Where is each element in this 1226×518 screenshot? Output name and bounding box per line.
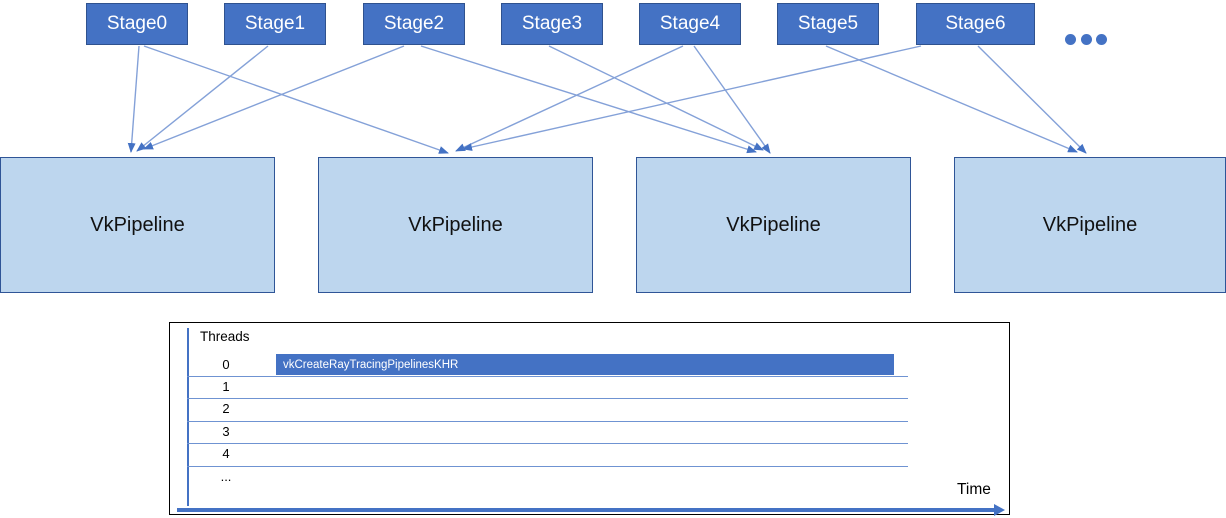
arrow-stage4-to-pipeline-2 [455, 45, 684, 152]
thread-row-label: 2 [222, 401, 230, 417]
stage-box-stage1: Stage1 [224, 3, 326, 45]
pipeline-label: VkPipeline [90, 213, 185, 236]
stage-label: Stage2 [383, 13, 445, 34]
stage-label: Stage5 [797, 13, 859, 34]
pipeline-box-2: VkPipeline [318, 157, 593, 293]
thread-row-label: ... [220, 468, 232, 484]
pipeline-box-1: VkPipeline [0, 157, 275, 293]
stage-label: Stage1 [244, 13, 306, 34]
stage-label: Stage3 [521, 13, 583, 34]
timeline-chart: Threads 0 vkCreateRayTracingPipelinesKHR 1… [169, 322, 1010, 516]
ellipsis-dot [1096, 34, 1107, 45]
thread-row-label: 3 [222, 423, 230, 439]
time-axis-line [177, 508, 995, 512]
activity-bar: vkCreateRayTracingPipelinesKHR [276, 353, 894, 376]
threads-axis-title: Threads [200, 329, 250, 344]
time-axis-title: Time [957, 481, 991, 498]
stage-box-stage6: Stage6 [916, 3, 1035, 45]
pipeline-box-3: VkPipeline [636, 157, 911, 293]
stage-label: Stage6 [945, 13, 1006, 34]
thread-row-label: 0 [222, 356, 230, 372]
arrow-stage5-to-pipeline-4 [825, 45, 1078, 153]
thread-separator-line [187, 420, 908, 422]
activity-bar-label: vkCreateRayTracingPipelinesKHR [283, 358, 459, 371]
stage-label: Stage0 [106, 13, 168, 34]
arrow-stage1-to-pipeline-1 [136, 45, 269, 152]
thread-separator-line [187, 398, 908, 400]
time-axis-arrowhead-icon [994, 503, 1005, 516]
thread-separator-line [187, 465, 908, 467]
pipeline-label: VkPipeline [1042, 213, 1138, 236]
arrow-stage0-to-pipeline-1 [127, 45, 140, 153]
arrow-stage6-to-pipeline-4 [977, 45, 1087, 154]
stage-box-stage5: Stage5 [777, 3, 879, 45]
arrow-stage6-to-pipeline-2 [462, 45, 922, 151]
threads-axis-line [187, 328, 189, 506]
arrow-stage0-to-pipeline-2 [143, 45, 449, 154]
stage-box-stage2: Stage2 [363, 3, 465, 45]
ellipsis-dot [1065, 34, 1076, 45]
stage-box-stage0: Stage0 [86, 3, 188, 45]
pipeline-label: VkPipeline [408, 213, 503, 236]
arrow-stage2-to-pipeline-1 [143, 45, 405, 150]
ellipsis-dot [1080, 34, 1092, 45]
arrow-stage2-to-pipeline-3 [420, 45, 757, 154]
thread-separator-line [187, 376, 908, 377]
pipeline-label: VkPipeline [726, 213, 821, 236]
thread-row-label: 1 [222, 378, 230, 394]
stage-label: Stage4 [659, 13, 721, 34]
arrow-stage4-to-pipeline-3 [693, 45, 771, 154]
thread-separator-line [187, 443, 908, 445]
arrow-stage3-to-pipeline-3 [548, 45, 764, 151]
pipeline-box-4: VkPipeline [954, 157, 1226, 293]
thread-row-label: 4 [222, 446, 230, 462]
stage-box-stage3: Stage3 [501, 3, 603, 45]
stage-box-stage4: Stage4 [639, 3, 741, 45]
